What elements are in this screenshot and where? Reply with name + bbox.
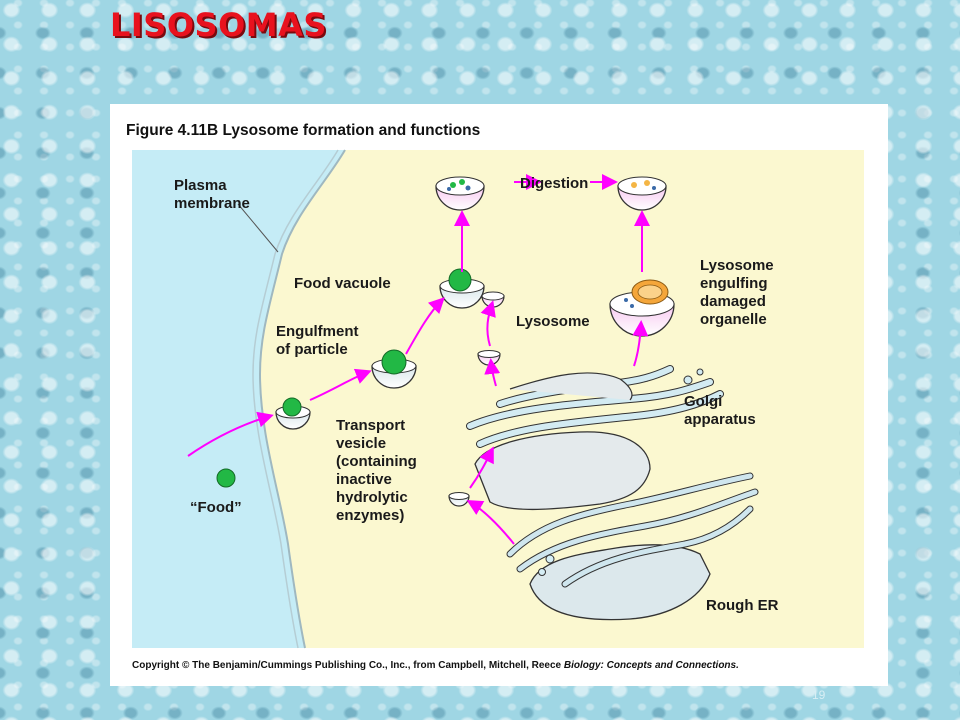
label-lysosome-engulfing-2: engulfing bbox=[700, 275, 768, 292]
cell-panel bbox=[132, 149, 864, 649]
lysosome-engulfing-organelle bbox=[609, 279, 675, 337]
arrow-lysosome-to-fusion bbox=[480, 300, 496, 347]
label-transport-1: Transport bbox=[336, 417, 405, 434]
plasma-membrane-inner-line bbox=[252, 149, 339, 649]
process-arrows bbox=[187, 174, 650, 545]
label-golgi-2: apparatus bbox=[684, 411, 756, 428]
arrow-vacuole-to-fusion bbox=[405, 297, 445, 355]
digestion-vesicle-left bbox=[435, 176, 485, 211]
label-rough-er: Rough ER bbox=[706, 597, 779, 614]
food-particle bbox=[216, 468, 236, 488]
slide-title: LISOSOMAS bbox=[110, 6, 327, 44]
label-lysosome-engulfing-3: damaged bbox=[700, 293, 766, 310]
label-transport-4: inactive bbox=[336, 471, 392, 488]
copyright-line: Copyright © The Benjamin/Cummings Publis… bbox=[132, 660, 739, 671]
label-lysosome: Lysosome bbox=[516, 313, 590, 330]
arrow-vesicle-to-golgi bbox=[469, 446, 494, 489]
extracellular-space bbox=[132, 150, 345, 648]
copyright-book-title: Biology: Concepts and Connections. bbox=[563, 660, 739, 671]
arrow-engulfment-to-vacuole bbox=[309, 368, 372, 401]
label-golgi-1: Golgi bbox=[684, 393, 722, 410]
label-food-vacuole: Food vacuole bbox=[294, 275, 391, 292]
digestion-vesicle-right bbox=[617, 176, 667, 211]
label-lysosome-engulfing-1: Lysosome bbox=[700, 257, 774, 274]
label-lysosome-engulfing-4: organelle bbox=[700, 311, 767, 328]
label-plasma-2: membrane bbox=[174, 195, 250, 212]
label-plasma-1: Plasma bbox=[174, 177, 227, 194]
engulfment-vesicle bbox=[275, 397, 311, 430]
label-engulfment-1: Engulfment bbox=[276, 323, 359, 340]
page-number: 19 bbox=[812, 688, 826, 702]
rough-er bbox=[506, 472, 759, 621]
label-food: “Food” bbox=[190, 499, 242, 516]
transport-vesicle bbox=[448, 492, 470, 507]
arrow-golgi-to-lysosome bbox=[484, 358, 501, 387]
arrow-er-to-vesicle bbox=[466, 499, 515, 545]
label-transport-2: vesicle bbox=[336, 435, 386, 452]
membrane-pointer bbox=[237, 203, 279, 253]
arrow-food-to-engulfment bbox=[187, 411, 274, 457]
label-transport-6: enzymes) bbox=[336, 507, 404, 524]
plasma-membrane-line bbox=[258, 149, 346, 649]
arrow-golgi-to-engulfing-lysosome bbox=[632, 320, 649, 367]
label-engulfment-2: of particle bbox=[276, 341, 348, 358]
food-vacuole-1 bbox=[371, 349, 417, 389]
lysosome-diagram: Plasma membrane Food vacuole Engulfment … bbox=[132, 149, 864, 649]
figure-title: Figure 4.11B Lysosome formation and func… bbox=[126, 122, 481, 139]
golgi-apparatus bbox=[466, 365, 724, 511]
food-vacuole-2 bbox=[439, 268, 485, 309]
label-digestion: Digestion bbox=[520, 175, 588, 192]
copyright-text: Copyright © The Benjamin/Cummings Publis… bbox=[132, 660, 562, 671]
label-transport-3: (containing bbox=[336, 453, 417, 470]
figure-panel: Plasma membrane Food vacuole Engulfment … bbox=[110, 104, 888, 686]
label-transport-5: hydrolytic bbox=[336, 489, 408, 506]
